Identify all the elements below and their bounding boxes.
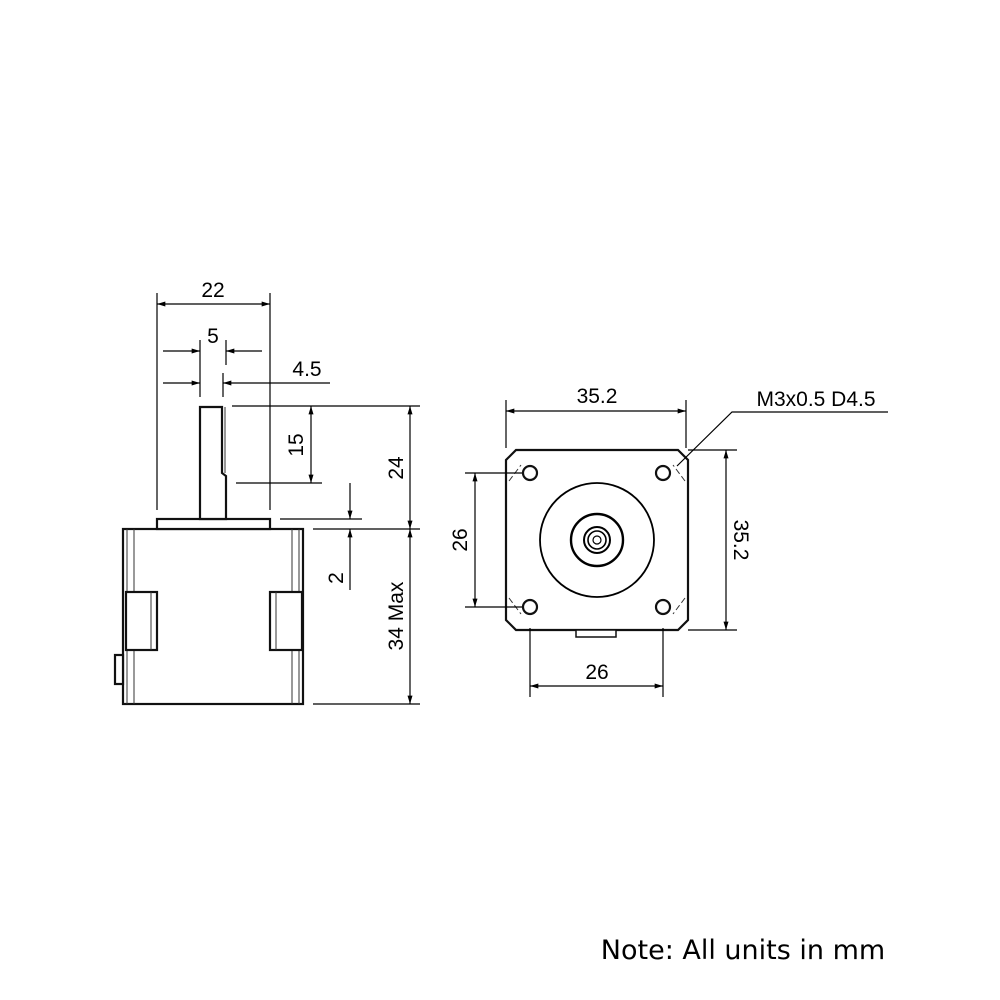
mount-hole [521,464,539,482]
dim-24: 24 [385,456,408,480]
dim-35-2-width: 35.2 [577,385,618,408]
left-tab [124,590,159,652]
dim-34-max: 34 Max [385,581,408,650]
connector [575,629,617,638]
dim-22: 22 [201,279,224,302]
dim-4-5: 4.5 [292,358,321,381]
motor-face [504,448,690,632]
shaft-end [587,530,607,550]
bearing-boss [569,512,625,568]
flange [155,517,272,531]
mount-hole [654,598,672,616]
mount-hole [654,464,672,482]
shaft [198,405,228,521]
dim-35-2-height: 35.2 [729,520,752,561]
mount-hole [521,598,539,616]
dim-15: 15 [285,433,308,456]
right-tab [268,590,304,652]
hole-spec-label: M3x0.5 D4.5 [756,388,875,411]
dim-2: 2 [325,572,348,584]
dim-26-vertical: 26 [449,528,472,551]
units-note: Note: All units in mm [601,935,885,966]
flange-circle [539,482,655,598]
front-view: 35.2 M3x0.5 D4.5 35.2 26 26 [449,385,888,697]
dim-26-horizontal: 26 [585,661,608,684]
hole-leader [676,411,888,467]
dim-5: 5 [207,325,219,348]
side-view: 22 5 4.5 15 24 2 34 Max [113,279,420,706]
connector [113,653,125,686]
